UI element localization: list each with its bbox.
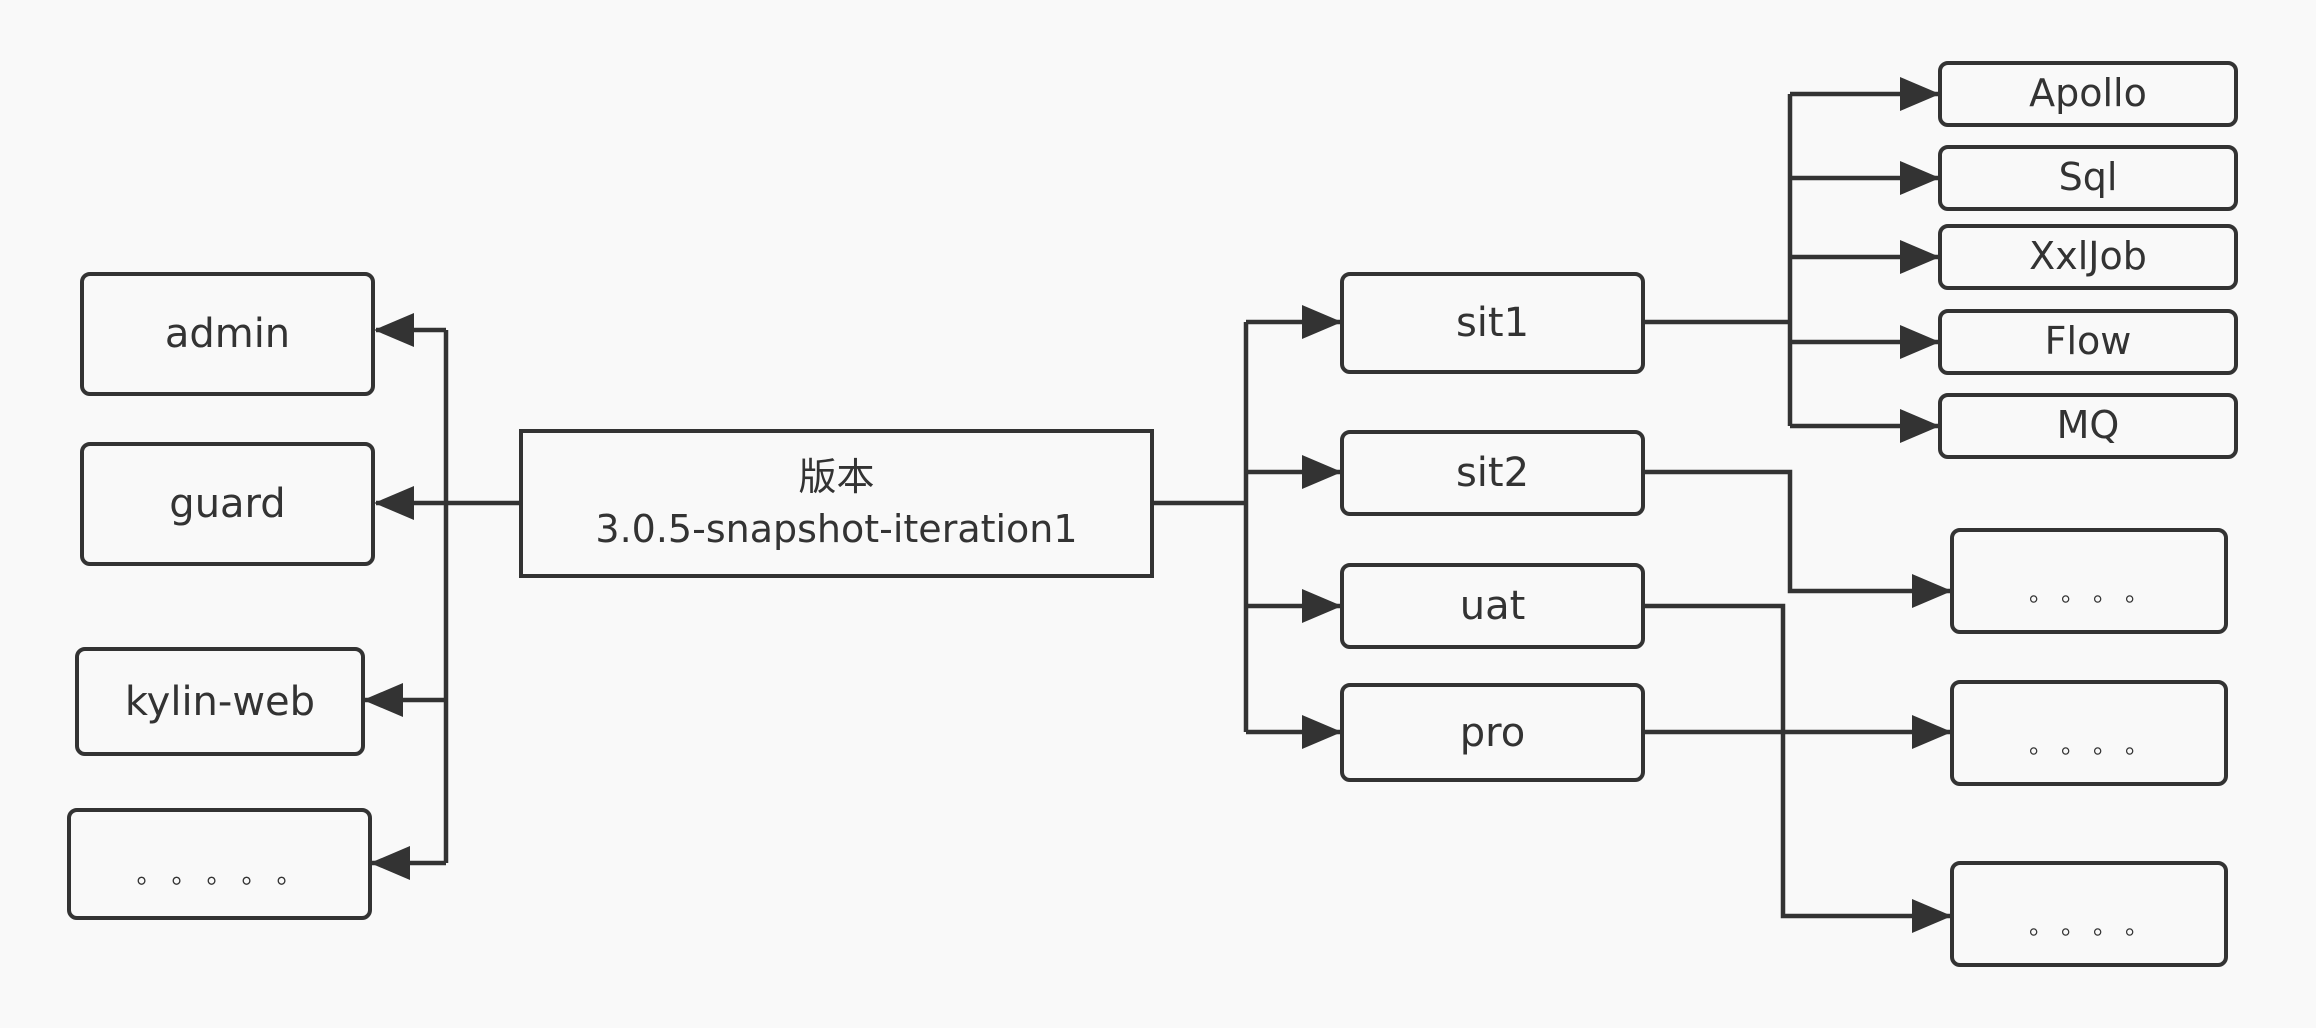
version-label: 版本: [798, 455, 875, 500]
node-admin: admin: [80, 272, 375, 396]
node-ellipsis-2: 。。。。: [1950, 680, 2228, 786]
node-ellipsis-3: 。。。。: [1950, 861, 2228, 967]
node-xxljob: XxlJob: [1938, 224, 2238, 290]
node-uat: uat: [1340, 563, 1645, 649]
arrow-sit2-to-ellipsis-1: [1643, 469, 1952, 608]
connector-uat-bus: [1643, 603, 1952, 933]
node-sit1: sit1: [1340, 272, 1645, 374]
version-number: 3.0.5-snapshot-iteration1: [595, 506, 1078, 551]
node-guard: guard: [80, 442, 375, 566]
node-kylin-web: kylin-web: [75, 647, 365, 756]
node-sql: Sql: [1938, 145, 2238, 211]
node-mq: MQ: [1938, 393, 2238, 459]
node-apollo: Apollo: [1938, 61, 2238, 127]
node-flow: Flow: [1938, 309, 2238, 375]
node-pro: pro: [1340, 683, 1645, 782]
node-left-ellipsis: 。。。。。: [67, 808, 372, 920]
version-node: 版本 3.0.5-snapshot-iteration1: [519, 429, 1154, 578]
node-sit2: sit2: [1340, 430, 1645, 516]
node-ellipsis-1: 。。。。: [1950, 528, 2228, 634]
